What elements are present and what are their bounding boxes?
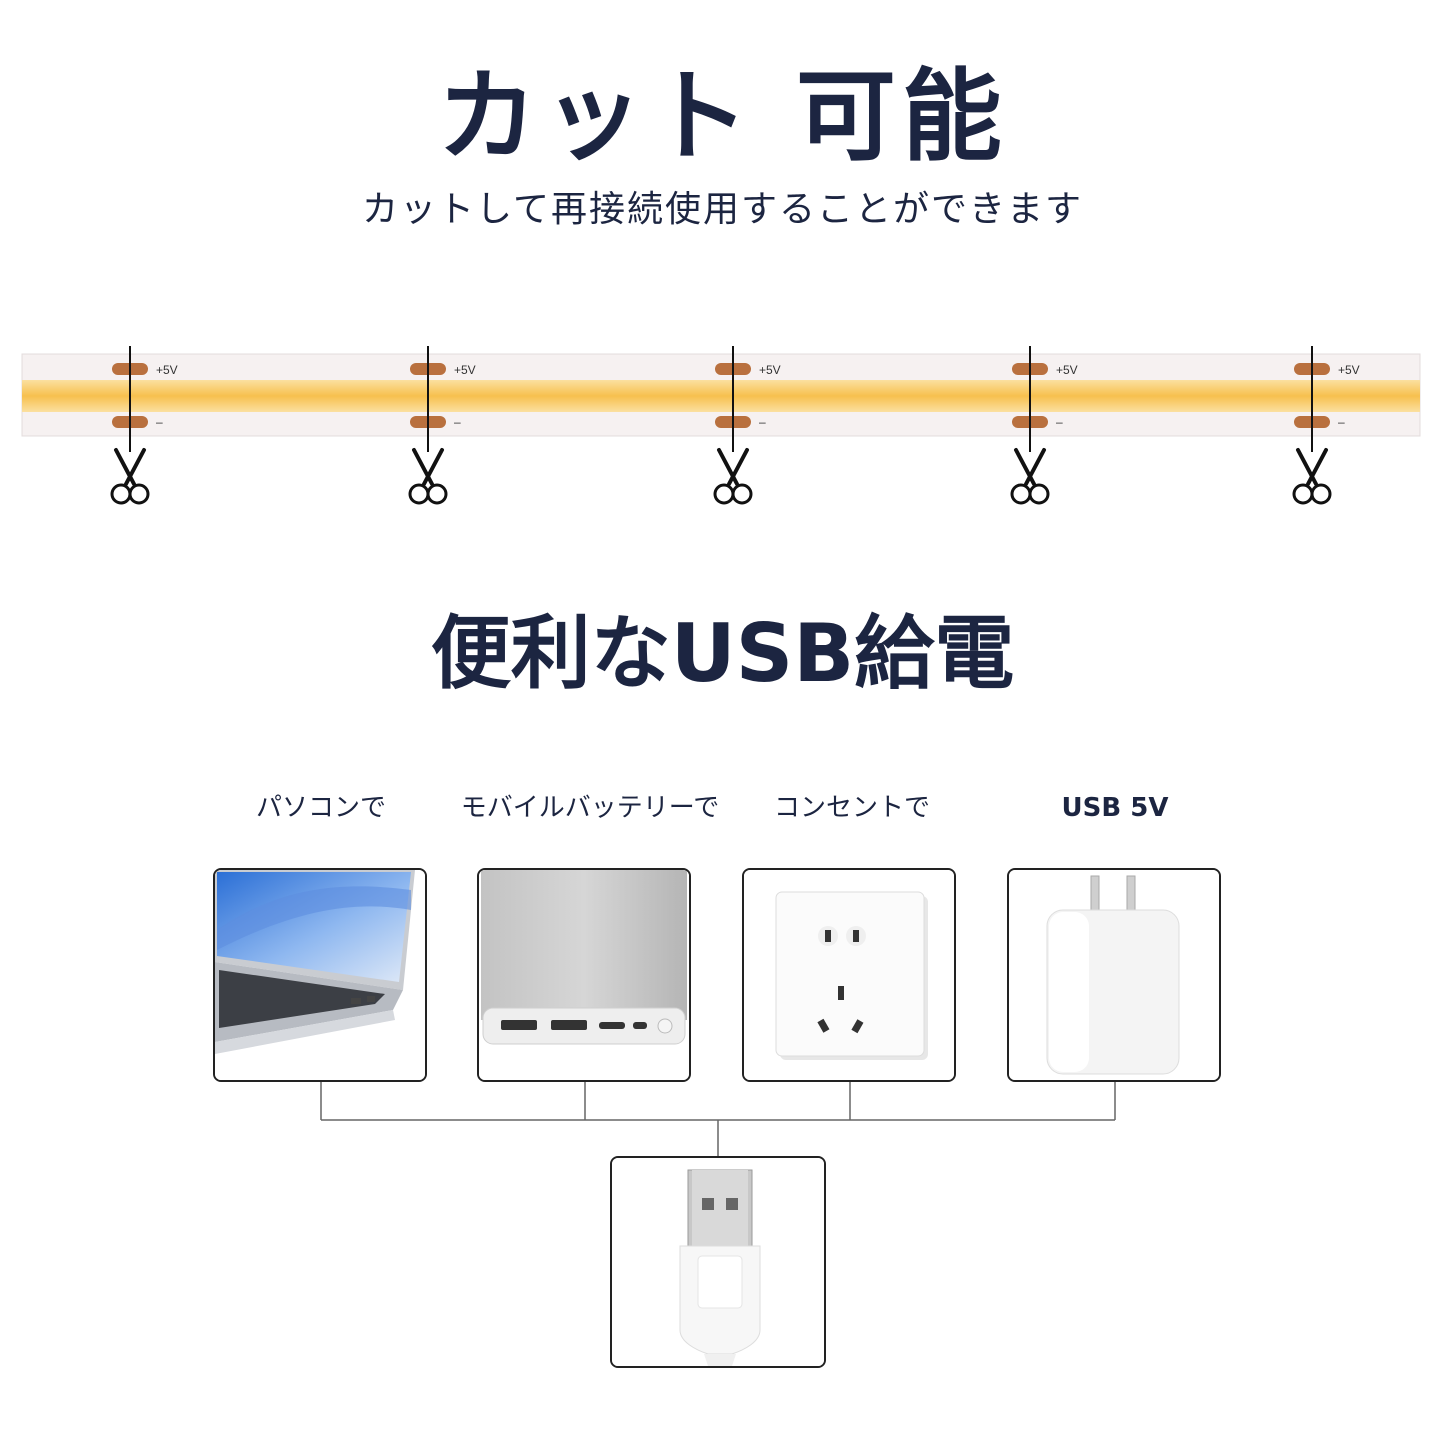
scissors-icon bbox=[110, 448, 150, 505]
plus-label: +5V bbox=[156, 363, 178, 377]
power-bank-box bbox=[477, 868, 691, 1082]
laptop-box bbox=[213, 868, 427, 1082]
source-label-outlet: コンセントで bbox=[773, 793, 930, 823]
minus-label: – bbox=[1056, 415, 1063, 429]
cut-point-2: +5V – bbox=[408, 346, 476, 505]
usb-plug-icon bbox=[612, 1158, 824, 1366]
scissors-icon bbox=[1010, 448, 1050, 505]
cut-point-5: +5V – bbox=[1292, 346, 1360, 505]
cut-point-3: +5V – bbox=[713, 346, 781, 505]
scissors-icon bbox=[408, 448, 448, 505]
cut-point-1: +5V – bbox=[110, 346, 178, 505]
source-label-battery: モバイルバッテリーで bbox=[460, 793, 720, 823]
cut-point-4: +5V – bbox=[1010, 346, 1078, 505]
cut-subtitle: カットして再接続使用することができます bbox=[362, 189, 1083, 230]
source-label-usb5v: USB 5V bbox=[1061, 793, 1169, 823]
source-label-pc: パソコンで bbox=[255, 793, 386, 823]
scissors-icon bbox=[1292, 448, 1332, 505]
usb-adapter-box bbox=[1007, 868, 1221, 1082]
minus-label: – bbox=[1338, 415, 1345, 429]
minus-label: – bbox=[759, 415, 766, 429]
usb-adapter-icon bbox=[1009, 870, 1219, 1080]
minus-label: – bbox=[454, 415, 461, 429]
usb-title: 便利なUSB給電 bbox=[430, 607, 1015, 700]
wall-outlet-box bbox=[742, 868, 956, 1082]
plus-label: +5V bbox=[1056, 363, 1078, 377]
minus-label: – bbox=[156, 415, 163, 429]
scissors-icon bbox=[713, 448, 753, 505]
cut-title: カット 可能 bbox=[437, 58, 1008, 175]
plus-label: +5V bbox=[454, 363, 476, 377]
power-bank-icon bbox=[479, 870, 689, 1080]
led-strip: +5V – +5V – +5V – +5V – +5V – bbox=[21, 346, 1421, 505]
usb-plug-box bbox=[610, 1156, 826, 1368]
wall-outlet-icon bbox=[744, 870, 954, 1080]
plus-label: +5V bbox=[759, 363, 781, 377]
laptop-icon bbox=[215, 870, 425, 1080]
plus-label: +5V bbox=[1338, 363, 1360, 377]
connector-lines bbox=[320, 1082, 1116, 1158]
